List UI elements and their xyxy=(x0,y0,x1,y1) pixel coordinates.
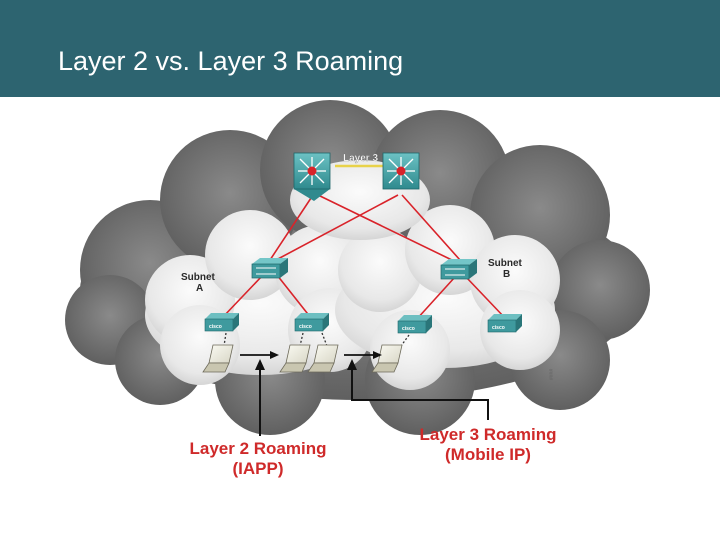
slide-title: Layer 2 vs. Layer 3 Roaming xyxy=(58,46,404,76)
laptop-1 xyxy=(202,344,234,373)
layer3-callout-arrow xyxy=(347,359,489,420)
laptop-icon xyxy=(307,344,339,373)
laptop-icon xyxy=(202,344,234,373)
subnet-b-label-line2: B xyxy=(503,269,510,280)
subnet-a-label-line2: A xyxy=(196,283,203,294)
roaming-arrow-layer3 xyxy=(344,351,382,359)
switch-subnet-a xyxy=(251,258,288,279)
layer2-roaming-protocol: (IAPP) xyxy=(233,459,284,478)
access-point-4: cisco xyxy=(487,314,522,333)
arrow-up-icon xyxy=(347,359,357,370)
network-links xyxy=(221,194,506,321)
access-point-icon: cisco xyxy=(209,324,222,330)
multilayer-switch-icon xyxy=(298,157,326,185)
layer3-link-label: Layer 3 xyxy=(343,153,378,164)
laptop-icon xyxy=(279,344,311,373)
laptop-3 xyxy=(307,344,339,373)
access-point-1: cisco xyxy=(204,313,239,332)
access-point-icon: cisco xyxy=(299,324,312,330)
subnet-b-label-line1: Subnet xyxy=(488,258,523,269)
layer3-roaming-protocol: (Mobile IP) xyxy=(445,445,531,464)
access-point-icon: cisco xyxy=(492,325,505,331)
roaming-diagram: Layer 3 xyxy=(65,100,650,478)
subnet-a-label-line1: Subnet xyxy=(181,272,216,283)
access-point-2: cisco xyxy=(294,313,329,332)
switch-icon xyxy=(445,268,465,276)
layer2-callout-arrow xyxy=(255,359,265,436)
laptop-2 xyxy=(279,344,311,373)
arrow-up-icon xyxy=(255,359,265,370)
laptop-icon xyxy=(371,344,403,373)
layer2-roaming-title: Layer 2 Roaming xyxy=(190,439,327,458)
title-bar: Layer 2 vs. Layer 3 Roaming xyxy=(0,0,720,97)
access-point-3: cisco xyxy=(397,315,432,334)
laptop-4 xyxy=(371,344,403,373)
multilayer-switch-icon xyxy=(387,157,415,185)
multilayer-switch-right xyxy=(382,152,420,190)
switch-icon xyxy=(256,267,276,275)
figure-id: #### xyxy=(549,369,555,380)
multilayer-switch-left xyxy=(293,152,331,201)
access-point-icon: cisco xyxy=(402,326,415,332)
switch-subnet-b xyxy=(440,259,477,280)
roaming-arrow-layer2 xyxy=(240,351,279,359)
layer3-roaming-title: Layer 3 Roaming xyxy=(420,425,557,444)
